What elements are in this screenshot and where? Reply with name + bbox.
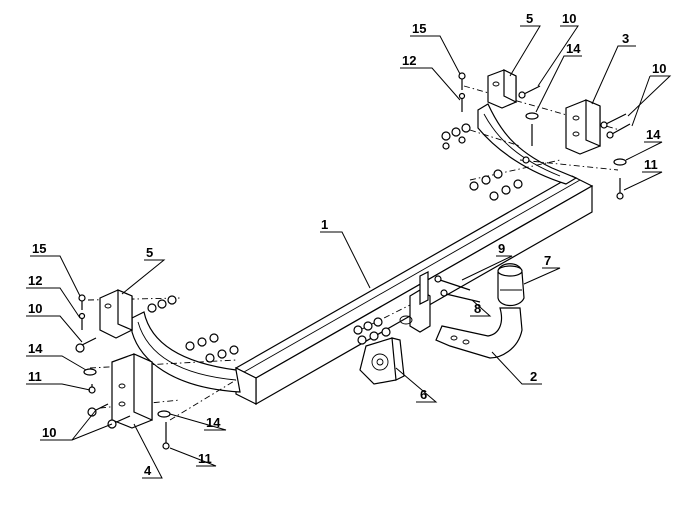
callout-11-right: 11 (644, 157, 658, 172)
nut-cluster-center (353, 317, 391, 345)
callout-7: 7 (544, 253, 551, 268)
nut-cluster-right-upper (441, 123, 471, 150)
callout-10-right-pair: 10 (652, 61, 666, 76)
callout-10-left: 10 (28, 301, 42, 316)
leader-lines (26, 25, 672, 479)
callout-2: 2 (530, 369, 537, 384)
tow-ball-neck (435, 307, 523, 359)
nut-cluster-left-upper (147, 295, 177, 313)
callout-labels: 1 2 3 4 5 5 6 7 8 9 10 10 10 10 11 11 11… (28, 11, 666, 478)
nut-cluster-right-lower (469, 156, 530, 201)
bracket-3 (565, 99, 601, 155)
bracket-5-right (487, 69, 517, 109)
ball-mount-bracket (399, 271, 431, 333)
callout-11-bottom: 11 (198, 451, 212, 466)
callout-5-left: 5 (146, 245, 153, 260)
callout-12-right: 12 (402, 53, 416, 68)
callout-1: 1 (321, 217, 328, 232)
nut-cluster-left-lower (185, 333, 239, 363)
callout-15-right: 15 (412, 21, 426, 36)
callout-8: 8 (474, 301, 481, 316)
bolts (75, 72, 631, 450)
callout-15-left: 15 (32, 241, 46, 256)
bracket-5-left (99, 289, 133, 339)
callout-3: 3 (622, 31, 629, 46)
bracket-4 (111, 353, 153, 429)
callout-14-bottom: 14 (206, 415, 221, 430)
socket-plate (359, 337, 405, 385)
callout-12-left: 12 (28, 273, 42, 288)
callout-10-left-lower: 10 (42, 425, 56, 440)
right-side-arm (477, 103, 578, 185)
tow-ball-cover (497, 263, 525, 307)
callout-4: 4 (144, 463, 152, 478)
cross-beam (234, 175, 594, 406)
callout-6: 6 (420, 387, 427, 402)
callout-9: 9 (498, 241, 505, 256)
callout-11-left: 11 (28, 369, 42, 384)
callout-14-right-upper: 14 (566, 41, 581, 56)
callout-14-right-lower: 14 (646, 127, 661, 142)
callout-14-left: 14 (28, 341, 43, 356)
left-side-arm (131, 311, 241, 393)
callout-5-right: 5 (526, 11, 533, 26)
callout-10-right-top: 10 (562, 11, 576, 26)
